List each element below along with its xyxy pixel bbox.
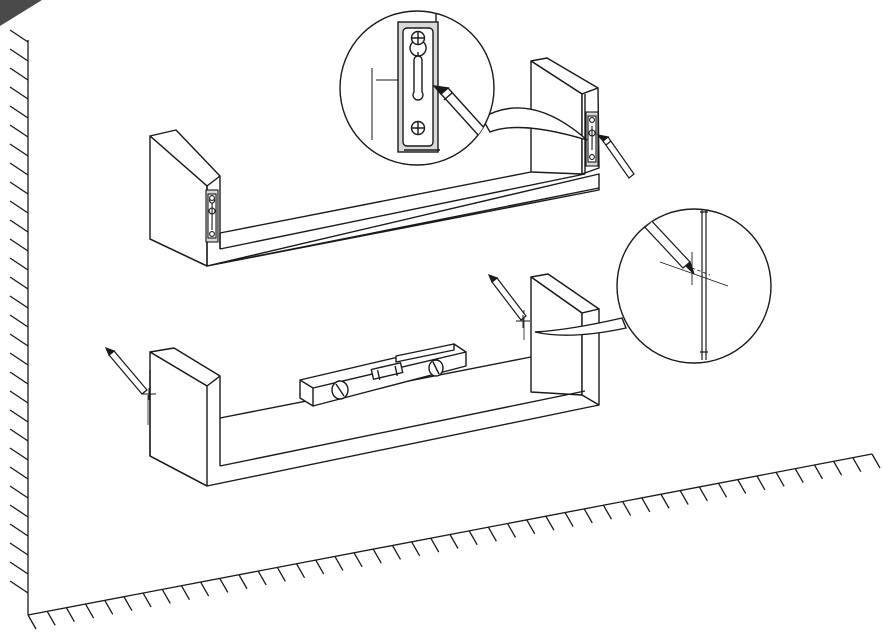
wall-hatch-line	[9, 219, 29, 233]
wall-hatch-line	[9, 352, 29, 366]
floor-hatch-line	[775, 471, 785, 487]
top-shelf-left-bracket	[205, 189, 219, 243]
floor-hatch-line	[698, 486, 708, 502]
wall-hatch-line	[9, 295, 29, 309]
floor-hatch-line	[142, 592, 152, 608]
wall-hatch-line	[9, 105, 29, 119]
floor-hatch-line	[468, 530, 478, 546]
floor-hatch-line	[334, 556, 344, 571]
floor-hatch-line	[200, 581, 210, 597]
wall-hatch-line	[9, 29, 29, 43]
floor-hatch-line	[123, 596, 133, 612]
floor-hatch-line	[353, 552, 363, 568]
floor-hatch-line	[315, 559, 325, 575]
wall-hatch-line	[9, 542, 29, 556]
floor-hatch-line	[641, 497, 651, 513]
floor-hatch-line	[622, 501, 632, 516]
floor-hatch-line	[219, 578, 229, 593]
bottom-shelf	[147, 273, 600, 487]
wall-hatch-line	[9, 390, 29, 404]
wall-hatch-line	[9, 466, 29, 480]
top-callout-pointer	[481, 107, 588, 141]
wall-hatch-line	[9, 257, 29, 271]
floor-hatch-line	[430, 537, 440, 553]
top-shelf-base-front	[206, 173, 600, 267]
wall-hatch-line	[9, 485, 29, 499]
floor-hatch-line	[104, 600, 114, 615]
wall-hatch-line	[9, 504, 29, 518]
floor-hatch-line	[65, 607, 75, 623]
floor-hatch-line	[545, 515, 555, 531]
bottom-callout-pointer	[534, 317, 627, 336]
floor-hatch-line	[602, 504, 613, 520]
screw-icon	[410, 120, 426, 136]
pencil-icon	[487, 273, 527, 321]
floor-hatch-line	[84, 603, 95, 619]
floor-hatch-line	[411, 541, 421, 557]
spirit-level-icon	[299, 343, 467, 407]
wall-hatch-line	[9, 314, 29, 328]
wall-hatch-line	[9, 86, 29, 100]
floor-hatch-line	[660, 493, 670, 509]
floor-hatch-line	[257, 570, 267, 586]
wall-hatch-line	[9, 580, 29, 594]
floor-hatch-line	[372, 548, 382, 564]
wall-hatch-line	[9, 561, 29, 575]
floor-hatch-line	[391, 545, 402, 560]
floor-hatch-line	[161, 589, 171, 604]
crosshair-mark-icon	[142, 388, 156, 400]
floor-hatch-line	[295, 563, 306, 579]
wall-hatch-line	[9, 371, 29, 385]
wall-hatch-line	[9, 143, 29, 157]
wall-and-floor	[9, 29, 881, 630]
floor-hatch-line	[756, 475, 766, 491]
wall-hatch-line	[9, 181, 29, 195]
wall-hatch-line	[9, 409, 29, 423]
wall-hatch-line	[9, 124, 29, 138]
wall-hatch-line	[9, 523, 29, 537]
wall-hatch-line	[9, 333, 29, 347]
floor-hatch-line	[238, 574, 248, 590]
floor-hatch-line	[487, 526, 497, 542]
floor-hatch-line	[717, 482, 728, 498]
crosshair-mark-icon	[516, 315, 530, 328]
bottom-callout	[534, 208, 772, 364]
floor-hatching	[27, 453, 881, 630]
wall-hatch-line	[9, 162, 29, 176]
floor-hatch-line	[526, 519, 536, 535]
floor-hatch-line	[813, 464, 824, 480]
floor-hatch-line	[852, 457, 862, 472]
wall-hatch-line	[9, 48, 29, 62]
wall-hatching	[9, 29, 29, 594]
floor-hatch-line	[871, 453, 881, 469]
screw-icon	[410, 30, 426, 46]
pencil-icon	[104, 346, 148, 395]
floor-hatch-line	[737, 479, 747, 494]
pencil-icon	[596, 134, 635, 179]
floor-hatch-line	[276, 567, 286, 582]
top-shelf-right-bracket	[585, 111, 599, 167]
wall-hatch-line	[9, 447, 29, 461]
floor-hatch-line	[794, 468, 804, 483]
wall-hatch-line	[9, 200, 29, 214]
floor-hatch-line	[679, 490, 689, 505]
wall-hatch-line	[9, 238, 29, 252]
floor-hatch-line	[180, 585, 191, 601]
floor-hatch-line	[833, 460, 843, 476]
corner-tab	[0, 0, 42, 26]
wall-hatch-line	[9, 67, 29, 81]
wall-hatch-line	[9, 428, 29, 442]
floor-hatch-line	[46, 611, 56, 626]
floor-hatch-line	[27, 614, 37, 630]
floor-hatch-line	[583, 508, 593, 524]
floor-hatch-line	[506, 523, 517, 538]
wall-hatch-line	[9, 276, 29, 290]
floor-hatch-line	[449, 534, 459, 549]
floor-hatch-line	[564, 512, 574, 527]
